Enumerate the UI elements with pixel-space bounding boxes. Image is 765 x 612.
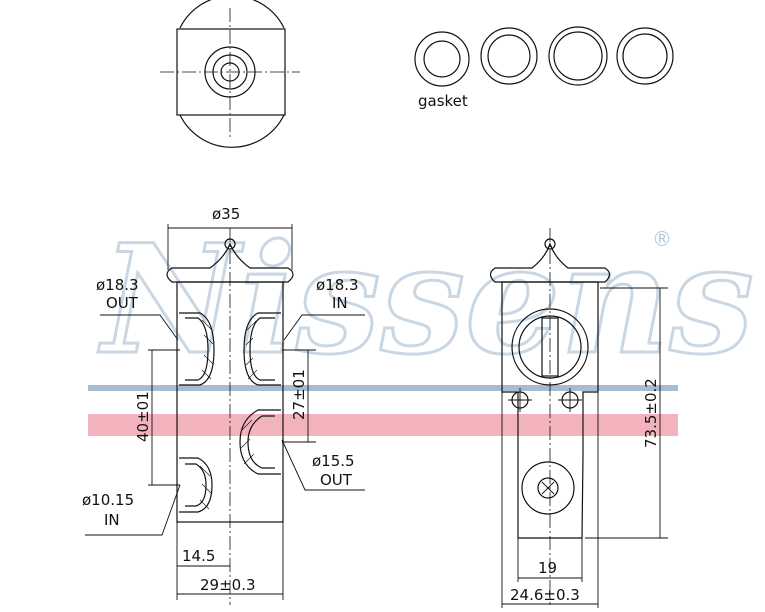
front-flange	[166, 242, 294, 283]
label-port-top-right-dir: IN	[332, 294, 348, 312]
port-bottom-left-bore	[179, 457, 213, 513]
dim-flange-diameter: ø35	[212, 205, 240, 223]
top-view	[160, 0, 300, 148]
gasket-label: gasket	[418, 92, 468, 110]
leader-bottom-left	[85, 484, 181, 536]
watermark-red-stripe	[88, 414, 678, 436]
leader-bottom-right	[281, 439, 365, 491]
port-top-right-inner	[249, 317, 275, 381]
dim-27: 27±01	[290, 369, 308, 420]
dim-19: 19	[538, 559, 557, 577]
gasket-2	[480, 27, 538, 85]
port-top-left-bore	[179, 312, 215, 386]
brand-watermark: Nissens ®	[88, 211, 755, 436]
port-top-left-inner	[185, 317, 209, 381]
dim-24-6: 24.6±0.3	[510, 586, 580, 604]
gasket-3	[548, 26, 608, 86]
leader-top-left	[100, 314, 179, 341]
front-view: ø35 ø18.3 OUT ø18.3 IN ø15.5 OUT	[82, 205, 365, 605]
port-top-right-bore	[243, 312, 281, 386]
side-port-outer	[511, 308, 589, 386]
gasket-4	[616, 27, 674, 85]
label-port-top-left-dir: OUT	[106, 294, 139, 312]
port-bottom-right-bore	[239, 409, 281, 475]
label-port-bottom-left-size: ø10.15	[82, 491, 134, 509]
side-flange	[489, 242, 611, 283]
watermark-brand-text: Nissens	[98, 212, 754, 388]
side-port-slot	[541, 317, 559, 377]
port-hatching	[199, 319, 258, 510]
side-lower-port-inner	[537, 477, 559, 499]
dim-14-5: 14.5	[182, 547, 215, 565]
label-port-top-left-size: ø18.3	[96, 276, 139, 294]
dim-73-5: 73.5±0.2	[642, 378, 660, 448]
side-port-inner	[518, 315, 582, 379]
gasket-set: gasket	[414, 26, 674, 110]
label-port-bottom-right-size: ø15.5	[312, 452, 355, 470]
gasket-1	[414, 31, 470, 87]
label-port-top-right-size: ø18.3	[316, 276, 359, 294]
watermark-blue-stripe	[88, 385, 678, 391]
port-bottom-left-inner	[185, 463, 207, 507]
watermark-registered-mark: ®	[652, 227, 672, 251]
top-view-flange-arc	[179, 0, 285, 148]
dim-29: 29±0.3	[200, 576, 256, 594]
side-view: 73.5±0.2 19 24.6±0.3	[489, 228, 668, 608]
label-port-bottom-right-dir: OUT	[320, 471, 353, 489]
leader-top-right	[283, 314, 365, 341]
side-lower-port-outer	[521, 461, 575, 515]
dim-40: 40±01	[134, 391, 152, 442]
port-bottom-right-inner	[247, 415, 275, 469]
label-port-bottom-left-dir: IN	[104, 511, 120, 529]
